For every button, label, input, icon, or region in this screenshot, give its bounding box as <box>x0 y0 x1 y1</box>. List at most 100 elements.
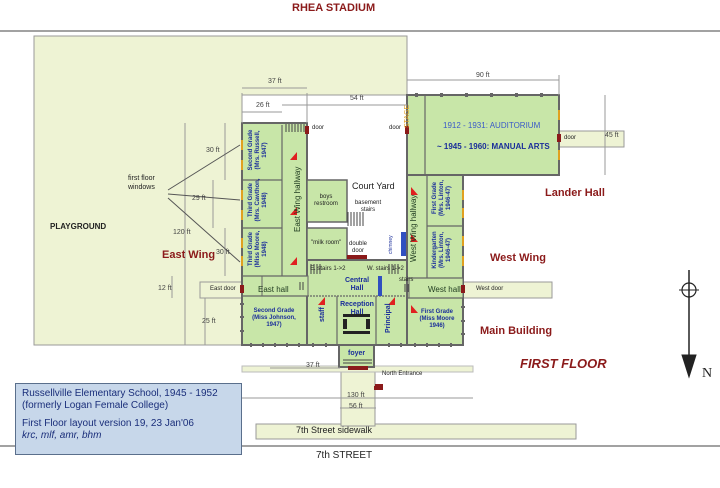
room-line: First Grade <box>432 182 438 215</box>
room-first-grade-linton: First Grade (Mrs. Linton, 1946-47) <box>432 174 453 222</box>
room-third-grade-cawthon: Third Grade (Mrs. Cawthon, 1948) <box>248 176 269 224</box>
room-line: First Grade <box>420 309 453 315</box>
dim-45: 45 ft <box>605 132 619 139</box>
dim-56: 56 ft <box>349 403 363 410</box>
room-line: Kindergarten <box>432 231 438 269</box>
room-line: Third Grade <box>248 183 254 218</box>
principal-label: Principal <box>385 303 392 333</box>
front-walk <box>340 367 376 427</box>
windows <box>241 110 560 266</box>
east-stairs-label: E. stairs 1->2 <box>310 266 346 272</box>
east-hall-label: East hall <box>258 285 289 294</box>
stairs-label: stairs <box>399 277 414 283</box>
court-yard-label: Court Yard <box>352 181 395 191</box>
main-building-label: Main Building <box>480 325 553 337</box>
dim-37-top: 37 ft <box>268 78 282 85</box>
room-line: (Mrs. Cawthon, <box>255 178 261 222</box>
north-letter: N <box>702 366 713 381</box>
stadium-title: RHEA STADIUM <box>292 2 376 14</box>
dim-54: 54 ft <box>350 95 364 102</box>
room-first-grade-moore: First Grade (Miss Moore 1946) <box>412 309 462 330</box>
central-hall-text: Central Hall <box>344 277 370 292</box>
reception-hall-text: Reception Hall <box>340 301 374 316</box>
dim-30a: 30 ft <box>206 147 220 154</box>
room-markers <box>290 152 418 313</box>
window-ticks <box>240 93 543 347</box>
sidewalk-strip <box>255 423 577 440</box>
windows-callout-text: first floor windows <box>128 175 155 191</box>
windows-callout-label: first floor windows <box>128 174 180 192</box>
interior-walls <box>242 95 463 345</box>
window-callout <box>167 144 241 263</box>
west-stairs-label: W. stairs 1->2 <box>367 266 404 272</box>
legend-box: Russellville Elementary School, 1945 - 1… <box>15 383 242 455</box>
dim-120: 120 ft <box>173 229 191 236</box>
boys-restroom-label: boys restroom <box>311 194 341 208</box>
room-third-grade-moore: Third Grade (Miss Moore, 1948) <box>248 226 269 272</box>
stair-mark <box>378 276 382 296</box>
auditorium-label: 1912 - 1931: AUDITORIUM <box>443 121 541 130</box>
west-wing-label: West Wing <box>490 252 546 264</box>
chimney-mark <box>401 232 406 256</box>
room-line: (Miss Johnson, <box>252 315 296 321</box>
playground-label: PLAYGROUND <box>50 222 107 231</box>
dim-26: 26 ft <box>256 102 270 109</box>
room-line: 1946) <box>429 323 445 329</box>
room-second-grade-johnson: Second Grade (Miss Johnson, 1947) <box>248 308 300 329</box>
dim-30b: 30 ft <box>216 249 230 256</box>
street-title: 7th STREET <box>316 450 373 461</box>
dim-25: 25 ft <box>202 318 216 325</box>
boys-restroom-text: boys restroom <box>314 194 338 207</box>
double-door-label: double door <box>346 241 370 255</box>
east-wing-label: East Wing <box>162 249 216 261</box>
central-hall-label: Central Hall <box>343 277 371 293</box>
dim-29: 29 ft <box>192 195 206 202</box>
east-door-label: East door <box>210 286 236 292</box>
room-line: 1947) <box>266 322 282 328</box>
room-second-grade-russell: Second Grade (Mrs. Russell, 1947) <box>248 124 269 176</box>
legend-line-3: First Floor layout version 19, 23 Jan'06 <box>22 418 194 429</box>
reception-hall-label: Reception Hall <box>340 301 374 317</box>
lander-hall-label: Lander Hall <box>545 187 605 199</box>
east-wing-hallway-label: East Wing hallway <box>293 166 302 232</box>
door-label-lander: door <box>564 135 577 141</box>
room-line: (Mrs. Linton, <box>439 180 445 216</box>
north-entrance-label: North Entrance <box>382 371 423 377</box>
west-hall-label: West hall <box>428 285 461 294</box>
legend-line-4: krc, mlf, amr, bhm <box>22 430 102 441</box>
west-wing-hallway-label: West Wing hallway <box>409 194 418 262</box>
room-line: 1948) <box>262 192 268 208</box>
manual-arts-label: ~ 1945 - 1960: MANUAL ARTS <box>437 142 550 151</box>
dim-12: 12 ft <box>158 285 172 292</box>
entrance-post <box>375 384 383 390</box>
room-line: 1948) <box>262 241 268 257</box>
legend-line-1: Russellville Elementary School, 1945 - 1… <box>22 388 218 399</box>
milk-room-label: "milk room" <box>311 240 342 246</box>
basement-stairs-label: basement stairs <box>352 200 384 214</box>
floor-label: FIRST FLOOR <box>520 356 607 371</box>
double-door-text: double door <box>348 241 368 254</box>
basement-stairs-text: basement stairs <box>354 200 382 213</box>
room-line: (Mrs. Russell, <box>255 130 261 170</box>
stage-label: STAGE <box>404 104 411 128</box>
room-line: (Miss Moore, <box>255 230 261 268</box>
room-line: (Miss Moore <box>419 316 455 322</box>
chimney-label: chimney <box>388 235 394 254</box>
room-line: 1946-47) <box>446 185 452 211</box>
west-door-label: West door <box>476 286 504 292</box>
room-line: Third Grade <box>248 232 254 267</box>
staff-label: staff <box>319 307 326 322</box>
dim-90: 90 ft <box>476 72 490 79</box>
room-line: Second Grade <box>248 129 254 171</box>
north-arrow <box>679 270 699 379</box>
sidewalk-label: 7th Street sidewalk <box>296 425 373 435</box>
dim-37-bot: 37 ft <box>306 362 320 369</box>
door-label-stage: door <box>389 125 402 131</box>
room-line: 1947) <box>262 142 268 158</box>
foyer-label: foyer <box>348 350 366 357</box>
door-label-ew: door <box>312 125 325 131</box>
legend-line-2: (formerly Logan Female College) <box>22 400 169 411</box>
dim-130: 130 ft <box>347 392 365 399</box>
room-line: (Mrs. Linton, <box>439 232 445 268</box>
